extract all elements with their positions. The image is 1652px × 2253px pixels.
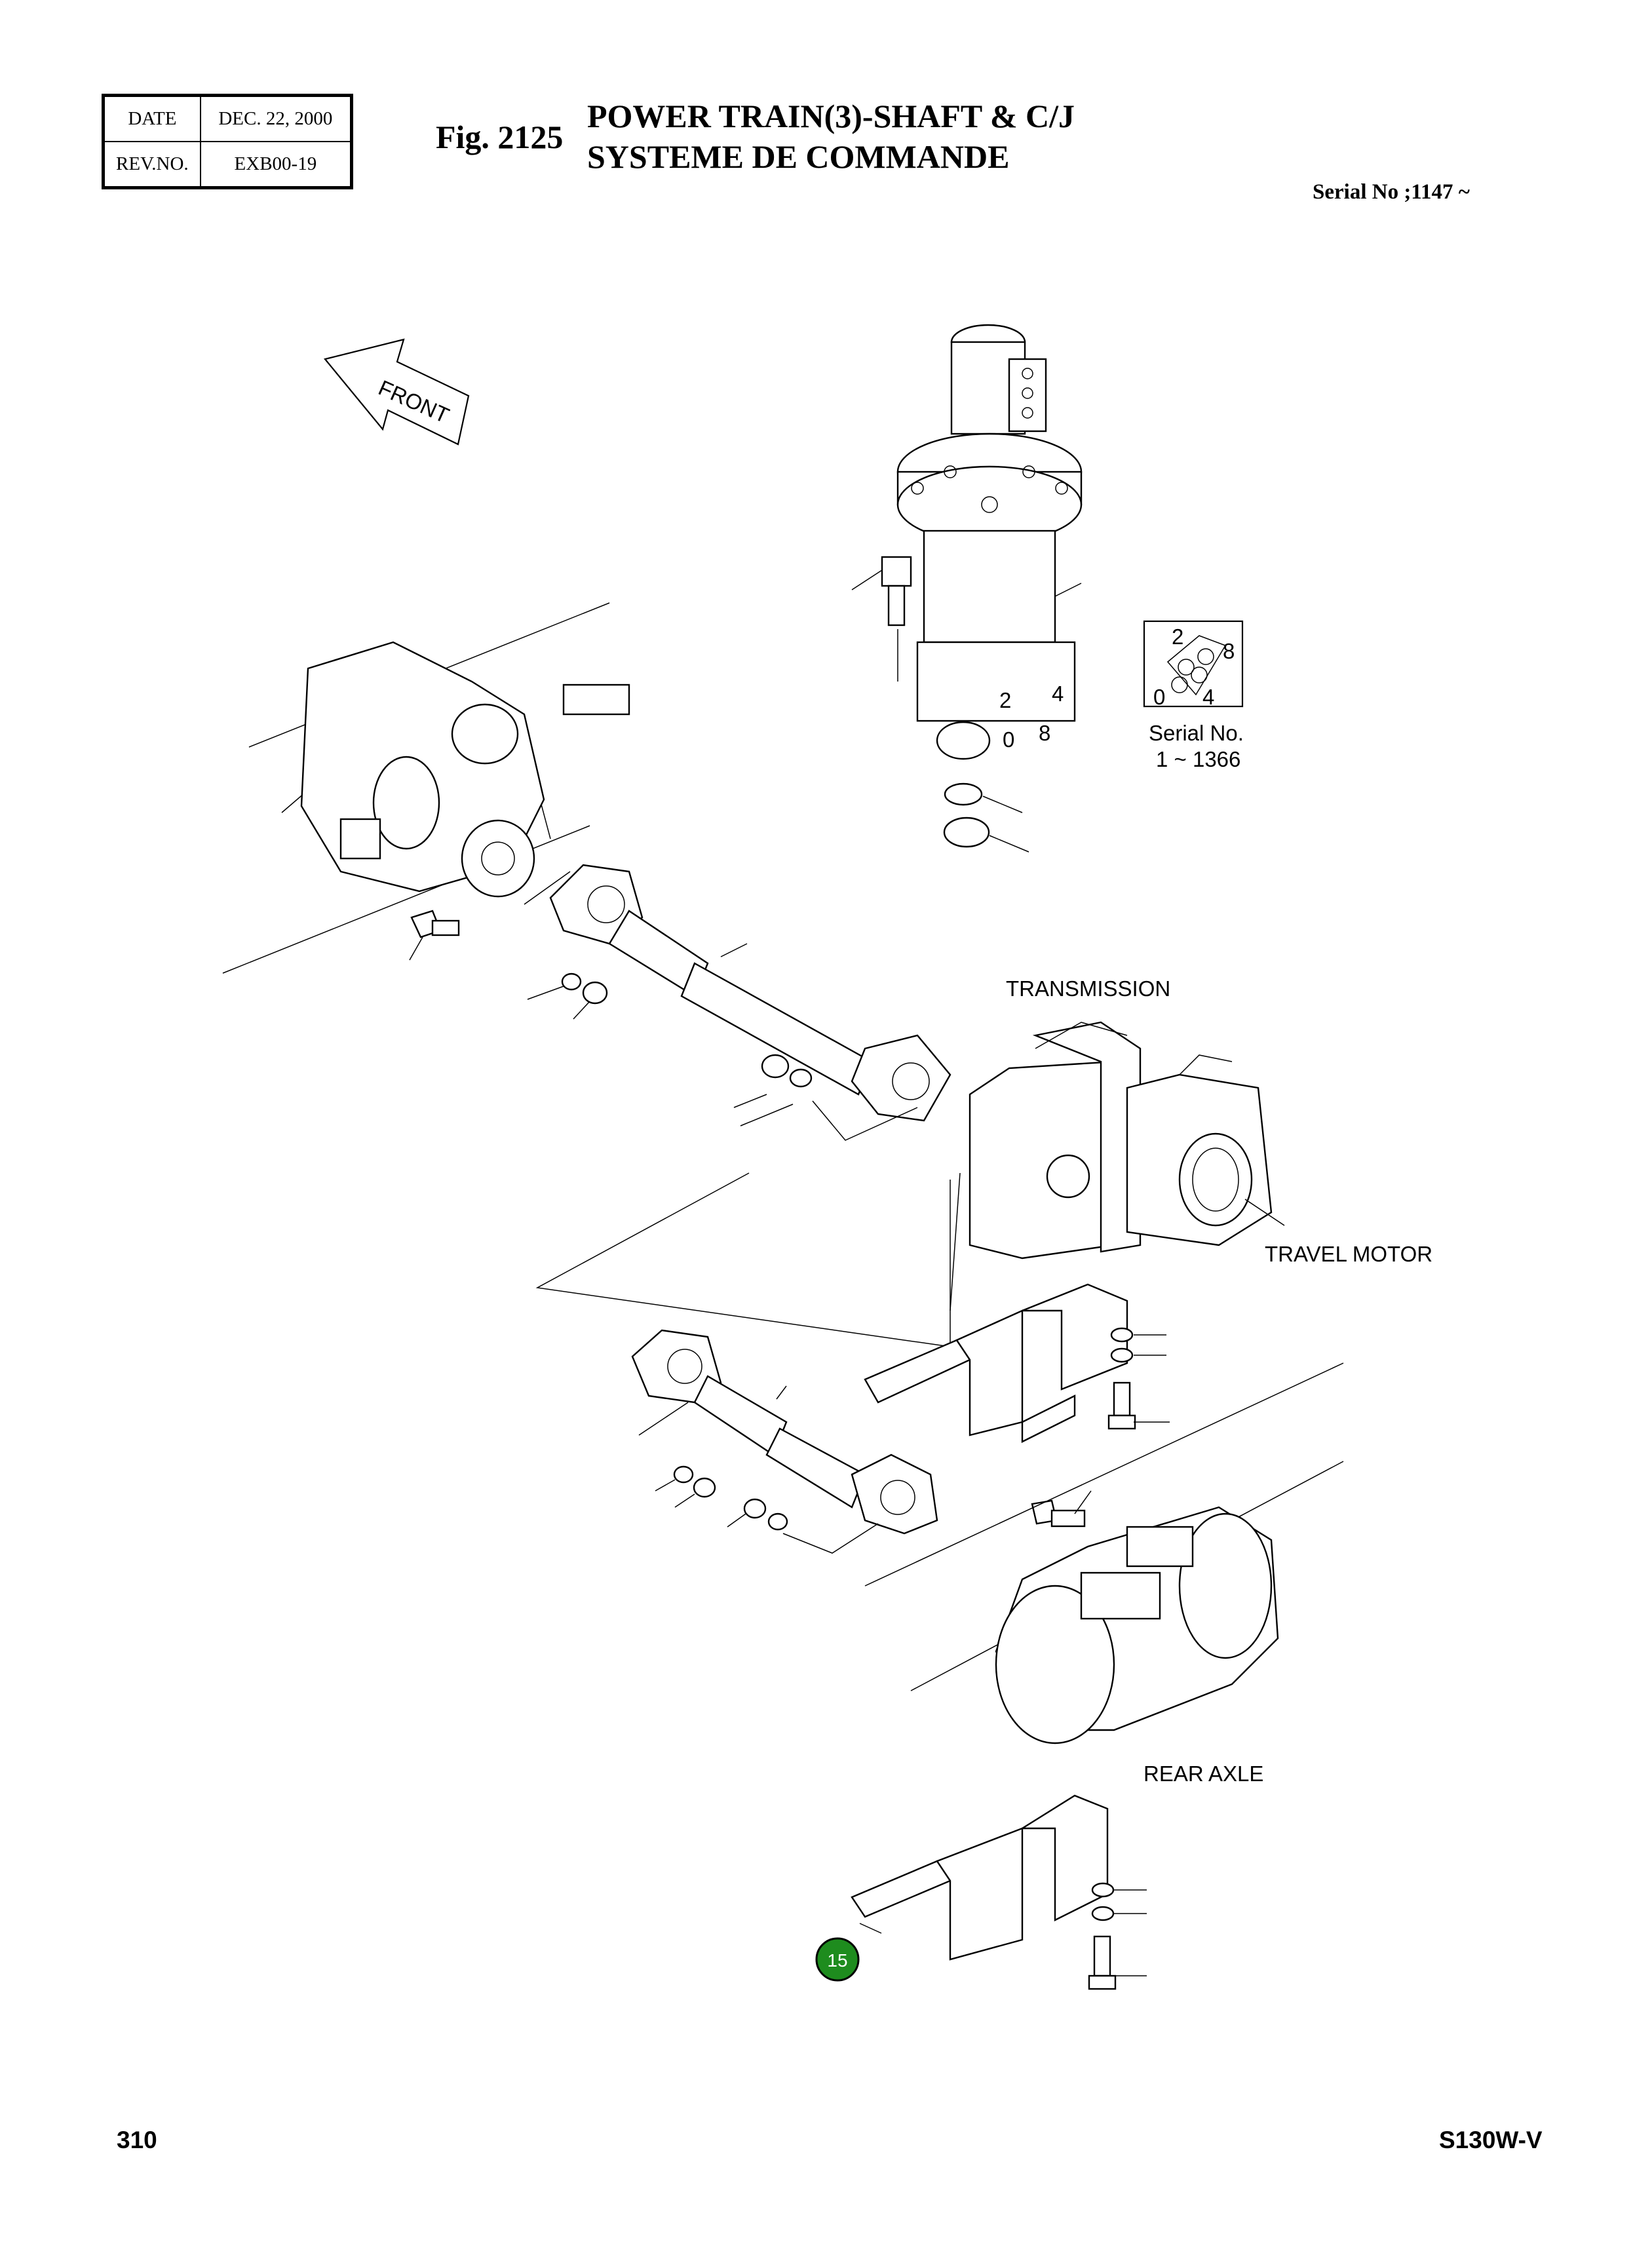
front-axle (222, 602, 630, 974)
transmission-label: TRANSMISSION (1006, 976, 1170, 1001)
revision-box: DATE DEC. 22, 2000 REV.NO. EXB00-19 (102, 94, 353, 189)
revision-table: DATE DEC. 22, 2000 REV.NO. EXB00-19 (104, 96, 352, 187)
cover-plate-upper (864, 1283, 1170, 1443)
valve-port-0: 0 (1003, 727, 1014, 752)
valve-assembly: 2 4 0 8 (851, 324, 1083, 853)
model-code: S130W-V (1439, 2127, 1543, 2153)
port-inset: 2 8 0 4 Serial No. 1 ~ 1366 (1143, 620, 1244, 771)
front-arrow-icon: FRONT (324, 338, 470, 446)
inset-port-2: 2 (1172, 625, 1183, 649)
rear-axle: REAR AXLE (864, 1362, 1344, 1786)
callout-15[interactable]: 15 (815, 1937, 860, 1982)
callout-number: 15 (827, 1950, 847, 1971)
rev-label: REV.NO. (104, 141, 201, 187)
serial-range: Serial No ;1147 ~ (1313, 180, 1470, 204)
page-subtitle: SYSTEME DE COMMANDE (587, 138, 1010, 175)
figure-number: Fig. 2125 (436, 119, 564, 155)
date-label: DATE (104, 96, 201, 142)
inset-port-0: 0 (1153, 685, 1165, 709)
front-fasteners (409, 910, 608, 1020)
inset-serial-range: 1 ~ 1366 (1156, 747, 1240, 771)
inset-serial-label: Serial No. (1149, 721, 1244, 745)
inset-port-4: 4 (1202, 685, 1214, 709)
cover-plate-lower (851, 1794, 1147, 1990)
propeller-shaft-rear (631, 1329, 938, 1554)
travel-motor-label: TRAVEL MOTOR (1265, 1242, 1432, 1266)
leader-lines (535, 1172, 961, 1347)
valve-port-8: 8 (1039, 721, 1050, 745)
valve-port-2: 2 (999, 688, 1011, 712)
transmission: TRANSMISSION TRAVEL MOTOR (969, 976, 1432, 1266)
inset-port-8: 8 (1223, 639, 1235, 663)
propeller-shaft-front (524, 864, 951, 1141)
date-value: DEC. 22, 2000 (199, 96, 352, 142)
rev-value: EXB00-19 (199, 141, 352, 187)
valve-port-4: 4 (1052, 682, 1064, 706)
page-number: 310 (117, 2127, 157, 2153)
rear-bolt (1031, 1490, 1092, 1528)
page-title: POWER TRAIN(3)-SHAFT & C/J (587, 98, 1075, 134)
rear-axle-label: REAR AXLE (1143, 1762, 1263, 1786)
